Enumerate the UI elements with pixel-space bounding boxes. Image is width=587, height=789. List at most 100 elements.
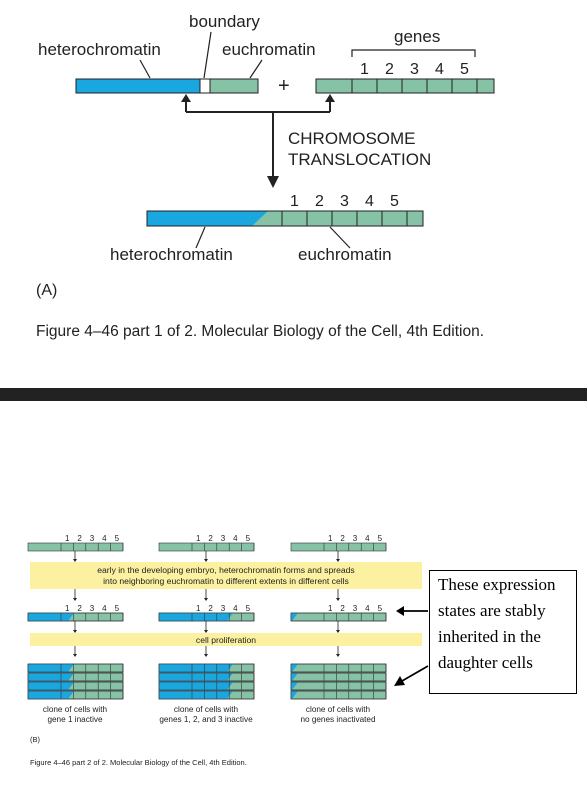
label-heterochromatin-bottom: heterochromatin bbox=[110, 245, 233, 264]
leader-boundary bbox=[203, 31, 212, 79]
chromosome1-euchromatin bbox=[209, 78, 259, 94]
b-clone-3-row-4-heterochromatin bbox=[291, 691, 298, 699]
panel-label-b: (B) bbox=[30, 735, 40, 744]
note-arrow-lower bbox=[401, 665, 429, 682]
b-clone-stacks bbox=[27, 663, 387, 700]
translocated-gene-number-5: 5 bbox=[390, 193, 399, 210]
b-initial-chrom-2-gene-2: 2 bbox=[208, 534, 213, 543]
translocated-gene-number-4: 4 bbox=[365, 193, 374, 210]
b-initial-chrom-2-gene-5: 5 bbox=[246, 534, 251, 543]
b-initial-chrom-2-body bbox=[158, 542, 255, 552]
b-spread-chrom-3-gene-4: 4 bbox=[365, 604, 370, 613]
b-clone-2-row-1-heterochromatin bbox=[159, 664, 233, 672]
b-spread-chrom-1-gene-4: 4 bbox=[102, 604, 107, 613]
b-initial-chrom-1-gene-4: 4 bbox=[102, 534, 107, 543]
b-clone-3-row-3-heterochromatin bbox=[291, 682, 298, 690]
b-clone-1-row-2-heterochromatin bbox=[28, 673, 74, 681]
plus-sign: + bbox=[278, 75, 290, 97]
b-vertical-arrows bbox=[73, 551, 340, 657]
b-clone-1-row-4-heterochromatin bbox=[28, 691, 74, 699]
b-spread-chrom-2-gene-3: 3 bbox=[221, 604, 226, 613]
label-genes: genes bbox=[394, 27, 440, 46]
note-arrowhead-lower bbox=[394, 676, 405, 686]
b-clone-1-row-3-heterochromatin bbox=[28, 682, 74, 690]
banner-embryo bbox=[30, 562, 422, 589]
b-spread-chrom-2-gene-5: 5 bbox=[246, 604, 251, 613]
b-clone-3-row-2-heterochromatin bbox=[291, 673, 298, 681]
panel-label-a: (A) bbox=[36, 282, 58, 299]
clone-label-3-line2: no genes inactivated bbox=[300, 715, 376, 724]
b-clone-2-row-4-heterochromatin bbox=[159, 691, 233, 699]
b-clone-3-row-2-body bbox=[290, 672, 387, 682]
gene-number-5: 5 bbox=[460, 61, 469, 78]
section-separator bbox=[0, 388, 587, 401]
translocated-gene-number-2: 2 bbox=[315, 193, 324, 210]
genes-bracket bbox=[351, 49, 476, 57]
b-clone-labels: clone of cells with gene 1 inactive clon… bbox=[43, 705, 376, 724]
annotation-note: These expression states are stably inher… bbox=[429, 570, 577, 694]
chromosome1-heterochromatin bbox=[75, 78, 201, 94]
banner-embryo-line2: into neighboring euchromatin to differen… bbox=[103, 576, 349, 586]
label-euchromatin-top: euchromatin bbox=[222, 40, 316, 59]
b-initial-chrom-3-gene-2: 2 bbox=[340, 534, 345, 543]
b-initial-chrom-1-gene-1: 1 bbox=[65, 534, 70, 543]
clone-label-1-line1: clone of cells with bbox=[43, 705, 108, 714]
b-clone-3-row-1-heterochromatin bbox=[291, 664, 298, 672]
banner-embryo-line1: early in the developing embryo, heteroch… bbox=[97, 565, 354, 575]
translocation-label-line1: CHROMOSOME bbox=[288, 129, 416, 148]
gene-number-3: 3 bbox=[410, 61, 419, 78]
chromosome1-boundary bbox=[199, 78, 211, 94]
b-arrowhead bbox=[73, 654, 77, 657]
note-line-1: These expression bbox=[438, 575, 556, 594]
b-initial-chrom-2-gene-1: 1 bbox=[196, 534, 201, 543]
b-clone-1-row-1-heterochromatin bbox=[28, 664, 74, 672]
b-arrowhead bbox=[73, 559, 77, 562]
b-spread-chrom-1-gene-1: 1 bbox=[65, 604, 70, 613]
translocated-gene-number-3: 3 bbox=[340, 193, 349, 210]
b-clone-3-row-4-body bbox=[290, 690, 387, 700]
b-spread-chrom-2-gene-2: 2 bbox=[208, 604, 213, 613]
b-arrowhead bbox=[204, 559, 208, 562]
b-spread-chrom-2-gene-4: 4 bbox=[233, 604, 238, 613]
translocation-arrowhead bbox=[267, 176, 279, 188]
gene-number-4: 4 bbox=[435, 61, 444, 78]
note-line-3: inherited in the bbox=[438, 627, 541, 646]
arrowhead-right bbox=[325, 94, 335, 102]
gene-number-1: 1 bbox=[360, 61, 369, 78]
b-initial-chrom-1-body bbox=[27, 542, 124, 552]
b-spread-chrom-3-heterochromatin bbox=[291, 613, 298, 621]
b-spread-chrom-2-heterochromatin bbox=[159, 613, 233, 621]
gene-number-2: 2 bbox=[385, 61, 394, 78]
b-spread-chrom-1-gene-5: 5 bbox=[115, 604, 120, 613]
b-spread-chrom-3-gene-3: 3 bbox=[353, 604, 358, 613]
caption-part-a: Figure 4–46 part 1 of 2. Molecular Biolo… bbox=[36, 323, 485, 340]
b-initial-chrom-3-gene-1: 1 bbox=[328, 534, 333, 543]
b-initial-chrom-3-gene-4: 4 bbox=[365, 534, 370, 543]
translocated-gene-number-1: 1 bbox=[290, 193, 299, 210]
b-arrowhead bbox=[336, 559, 340, 562]
translocated-outline bbox=[146, 210, 424, 227]
clone-label-3-line1: clone of cells with bbox=[306, 705, 371, 714]
banner-proliferation-text: cell proliferation bbox=[196, 635, 256, 645]
b-initial-chrom-1-gene-5: 5 bbox=[115, 534, 120, 543]
translocation-label-line2: TRANSLOCATION bbox=[288, 150, 431, 169]
b-arrowhead bbox=[73, 630, 77, 633]
b-initial-chrom-3-gene-5: 5 bbox=[378, 534, 383, 543]
note-line-4: daughter cells bbox=[438, 653, 533, 672]
leader-euchromatin-bottom bbox=[329, 226, 351, 249]
b-initial-chrom-3-body bbox=[290, 542, 387, 552]
clone-label-2-line2: genes 1, 2, and 3 inactive bbox=[159, 715, 253, 724]
b-arrowhead bbox=[204, 654, 208, 657]
b-arrowhead bbox=[204, 630, 208, 633]
leader-heterochromatin-bottom bbox=[195, 226, 206, 249]
b-arrowhead bbox=[336, 654, 340, 657]
b-initial-chrom-1-gene-2: 2 bbox=[77, 534, 82, 543]
figure-part-a: boundary heterochromatin euchromatin gen… bbox=[38, 12, 495, 264]
b-initial-chrom-2-gene-4: 4 bbox=[233, 534, 238, 543]
note-arrowhead-upper bbox=[396, 606, 404, 616]
